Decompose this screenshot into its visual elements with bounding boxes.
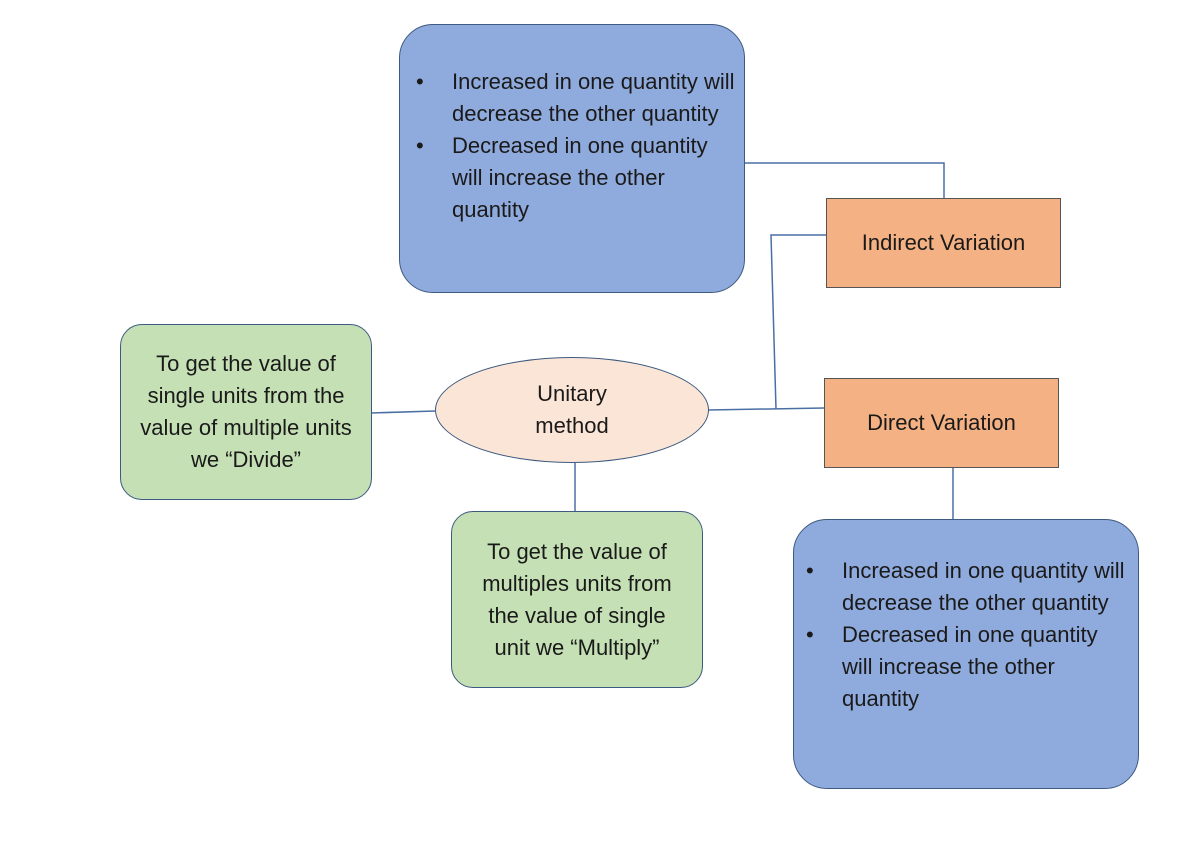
direct-variation-label: Direct Variation <box>867 410 1016 435</box>
connector-center-to-divide <box>370 410 436 414</box>
indirect-note-item: Increased in one quantity will decrease … <box>408 66 736 130</box>
unitary-method-line1: Unitary <box>537 381 607 406</box>
direct-notes-box: Increased in one quantity will decrease … <box>793 519 1139 789</box>
indirect-notes-box: Increased in one quantity will decrease … <box>399 24 745 293</box>
connector-center-to-direct <box>707 407 825 411</box>
connector-indirect-notes <box>745 162 945 198</box>
divide-note-box: To get the value of single units from th… <box>120 324 372 500</box>
connector-center-to-indirect <box>770 234 826 410</box>
indirect-notes-list: Increased in one quantity will decrease … <box>408 66 736 226</box>
indirect-variation-label: Indirect Variation <box>861 230 1026 255</box>
unitary-method-node: Unitary method <box>435 357 709 463</box>
multiply-note-box: To get the value of multiples units from… <box>451 511 703 688</box>
unitary-method-line2: method <box>535 413 609 438</box>
direct-note-item: Increased in one quantity will decrease … <box>798 555 1130 619</box>
direct-variation-box: Direct Variation <box>824 378 1059 468</box>
divide-note-text: To get the value of single units from th… <box>140 351 352 472</box>
indirect-variation-box: Indirect Variation <box>826 198 1061 288</box>
direct-notes-list: Increased in one quantity will decrease … <box>798 555 1130 715</box>
multiply-note-text: To get the value of multiples units from… <box>482 538 672 660</box>
indirect-note-item: Decreased in one quantity will increase … <box>408 130 736 226</box>
direct-note-item: Decreased in one quantity will increase … <box>798 619 1130 715</box>
